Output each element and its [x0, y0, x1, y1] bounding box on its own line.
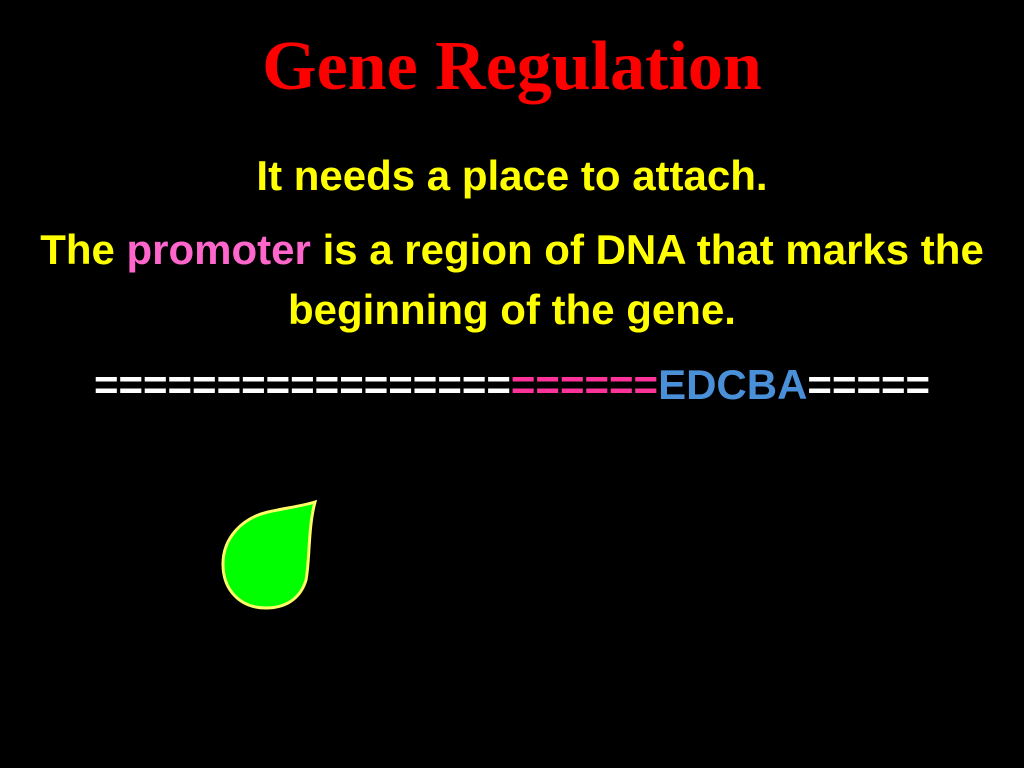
dna-strand: =======================EDCBA=====: [0, 357, 1024, 413]
promoter-keyword: promoter: [126, 226, 311, 273]
dna-strand-left: =================: [93, 361, 511, 408]
dna-promoter-region: ======: [510, 361, 659, 408]
dna-strand-right: =====: [807, 361, 931, 408]
protein-drop-shape: [221, 499, 318, 610]
slide-title: Gene Regulation: [262, 28, 762, 105]
body-line-attach: It needs a place to attach.: [256, 152, 768, 199]
promoter-sentence-prefix: The: [40, 226, 115, 273]
dna-gene-label: EDCBA: [658, 361, 808, 408]
protein-drop-path: [221, 499, 318, 610]
body-line-promoter: The promoter is a region of DNA that mar…: [0, 220, 1024, 340]
promoter-sentence-rest: is a region of DNA that marks the beginn…: [288, 226, 984, 333]
